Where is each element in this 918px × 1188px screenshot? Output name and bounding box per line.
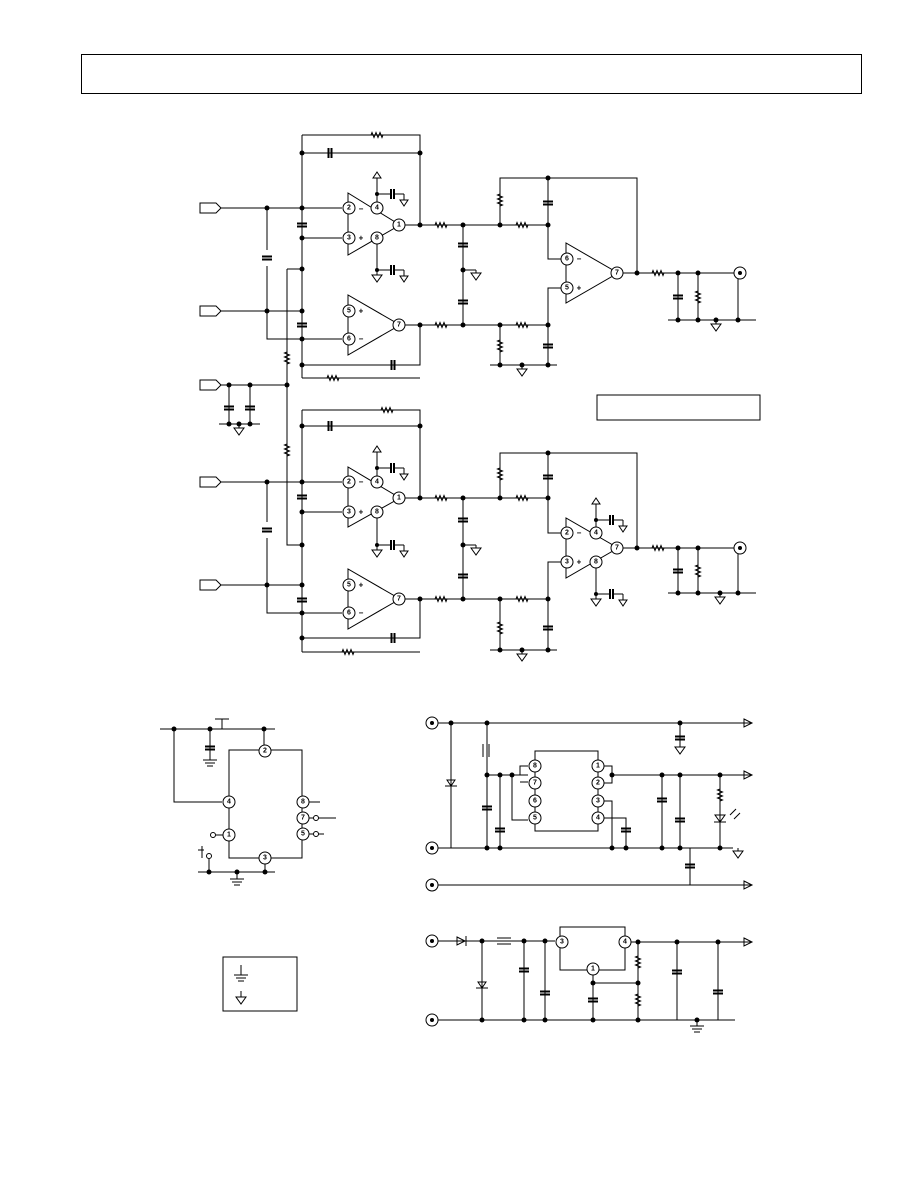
chassis-ground-icon — [234, 965, 248, 982]
pin-label: 7 — [615, 545, 619, 552]
pin-label: 6 — [565, 256, 569, 263]
regulator-ic-body — [534, 750, 599, 832]
pin-label: 5 — [301, 831, 305, 838]
pin-label: 8 — [533, 763, 537, 770]
upper-amp-section: − + 2 3 4 8 1 + − 5 6 7 — [199, 132, 756, 546]
input-connector[interactable] — [199, 476, 222, 488]
pin-label: 2 — [565, 530, 569, 537]
input-connector[interactable] — [199, 305, 222, 317]
pin-label: 2 — [347, 479, 351, 486]
svg-text:+: + — [359, 234, 364, 243]
supply-input-connector[interactable] — [425, 934, 439, 948]
pin-label: 4 — [596, 815, 600, 822]
pin-label: 6 — [347, 336, 351, 343]
pin-label: 1 — [397, 222, 401, 229]
pin-label: 8 — [375, 509, 379, 516]
svg-text:+: + — [359, 581, 364, 590]
pin-label: 3 — [347, 509, 351, 516]
pin-label: 8 — [375, 235, 379, 242]
supply-common-connector[interactable] — [425, 841, 439, 855]
pin-label: 8 — [301, 799, 305, 806]
supply-aux-connector[interactable] — [425, 878, 439, 892]
input-connector[interactable] — [199, 202, 222, 214]
svg-text:+: + — [577, 558, 582, 567]
pin-label: 5 — [347, 308, 351, 315]
pin-label: 7 — [301, 815, 305, 822]
header-box — [81, 54, 862, 94]
inset-label-box — [596, 394, 761, 421]
pin-label: 4 — [227, 799, 231, 806]
pin-label: 6 — [347, 610, 351, 617]
pin-label: 1 — [591, 966, 595, 973]
supply-ground-connector[interactable] — [425, 1013, 439, 1027]
pin-label: 5 — [533, 815, 537, 822]
pin-label: 1 — [397, 495, 401, 502]
pin-label: 2 — [347, 205, 351, 212]
svg-text:−: − — [359, 205, 364, 214]
pin-label: 7 — [397, 596, 401, 603]
reference-connector[interactable] — [199, 379, 222, 391]
svg-text:−: − — [577, 529, 582, 538]
pin-label: 1 — [227, 832, 231, 839]
reference-ic-body — [228, 749, 303, 859]
pin-label: 3 — [596, 798, 600, 805]
output-bnc-connector[interactable] — [733, 266, 747, 280]
pin-label: 4 — [375, 205, 379, 212]
svg-text:−: − — [359, 335, 364, 344]
pin-label: 8 — [594, 559, 598, 566]
pin-label: 3 — [347, 235, 351, 242]
pin-label: 5 — [347, 582, 351, 589]
signal-ground-icon — [235, 991, 247, 1005]
svg-text:+: + — [577, 284, 582, 293]
pin-label: 3 — [560, 939, 564, 946]
supply-regulator-circuit: 8 7 6 5 1 2 3 4 — [425, 716, 754, 892]
pin-label: 4 — [594, 530, 598, 537]
svg-text:−: − — [359, 609, 364, 618]
pin-label: 3 — [263, 855, 267, 862]
pin-label: 2 — [596, 780, 600, 787]
reference-circuit: 2 4 1 8 7 5 3 — [160, 718, 336, 886]
pin-label: 3 — [565, 559, 569, 566]
pin-label: 2 — [263, 748, 267, 755]
svg-text:−: − — [577, 255, 582, 264]
lower-amp-section: − + 2 3 4 8 1 + − 5 6 7 — [199, 407, 756, 662]
input-connector[interactable] — [199, 579, 222, 591]
svg-text:+: + — [359, 508, 364, 517]
svg-text:−: − — [359, 478, 364, 487]
pin-label: 4 — [623, 939, 627, 946]
linear-regulator-circuit: 3 1 4 — [425, 926, 754, 1033]
supply-input-connector[interactable] — [425, 716, 439, 730]
pin-label: 7 — [397, 322, 401, 329]
pin-label: 5 — [565, 285, 569, 292]
pin-label: 4 — [375, 479, 379, 486]
pin-label: 1 — [596, 763, 600, 770]
svg-text:+: + — [359, 307, 364, 316]
pin-label: 7 — [615, 270, 619, 277]
ground-legend — [222, 956, 298, 1012]
output-bnc-connector[interactable] — [733, 541, 747, 555]
pin-label: 6 — [533, 798, 537, 805]
legend-box — [222, 956, 298, 1012]
pin-label: 7 — [533, 780, 537, 787]
